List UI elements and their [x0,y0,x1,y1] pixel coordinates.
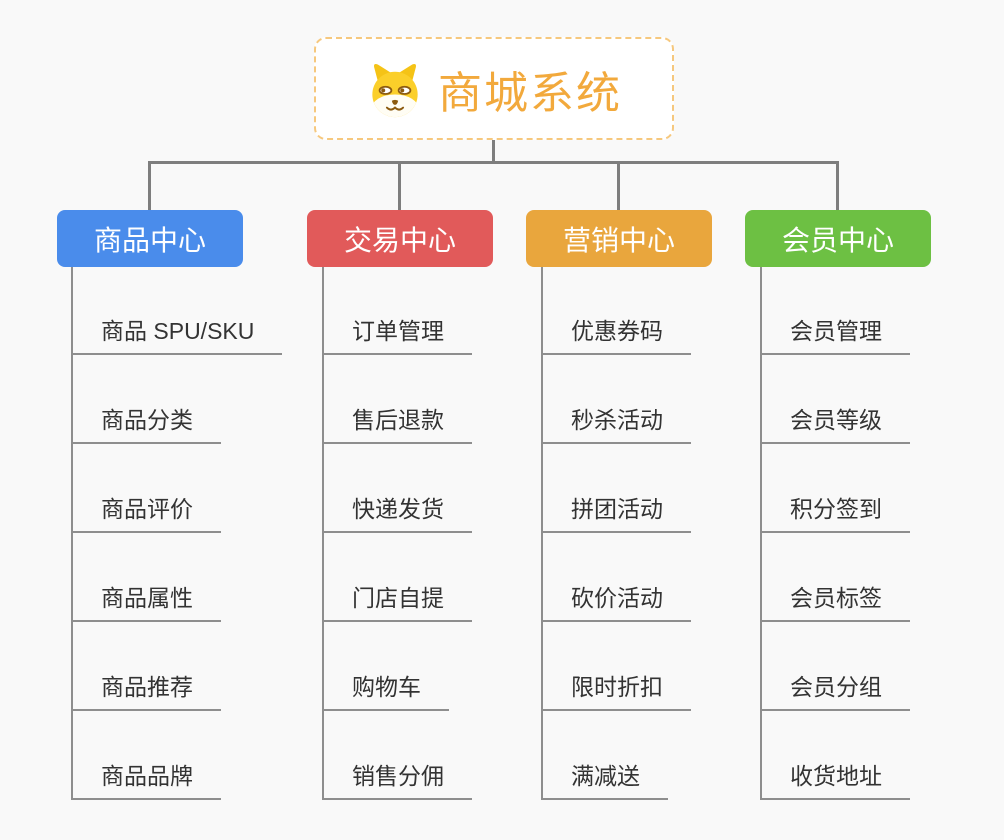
branch-stem-line-4 [760,267,762,799]
branch-box-member-center[interactable]: 会员中心 [745,210,931,267]
mindmap-node[interactable]: 砍价活动 [541,583,691,622]
root-title: 商城系统 [438,68,622,118]
branch-box-trade-center[interactable]: 交易中心 [307,210,493,267]
mindmap-node[interactable]: 售后退款 [322,405,472,444]
mindmap-node[interactable]: 秒杀活动 [541,405,691,444]
connector-drop-2 [398,161,401,210]
mindmap-node[interactable]: 商品品牌 [71,761,221,800]
branch-stem-line-2 [322,267,324,799]
mindmap-node[interactable]: 收货地址 [760,761,910,800]
mindmap-node[interactable]: 商品分类 [71,405,221,444]
mindmap-node[interactable]: 优惠券码 [541,316,691,355]
mindmap-node[interactable]: 限时折扣 [541,672,691,711]
mindmap-node[interactable]: 满减送 [541,761,668,800]
mindmap-node[interactable]: 订单管理 [322,316,472,355]
mindmap-node[interactable]: 门店自提 [322,583,472,622]
mindmap-node[interactable]: 拼团活动 [541,494,691,533]
mindmap-node[interactable]: 商品推荐 [71,672,221,711]
mindmap-node[interactable]: 商品评价 [71,494,221,533]
connector-drop-1 [148,161,151,210]
root-node[interactable]: 商城系统 [314,37,674,140]
mindmap-node[interactable]: 快递发货 [322,494,472,533]
branch-stem-line-1 [71,267,73,799]
connector-drop-4 [836,161,839,210]
mindmap-node[interactable]: 商品 SPU/SKU [71,316,283,355]
branch-stem-line-3 [541,267,543,799]
connector-root-stem [492,140,495,164]
connector-drop-3 [617,161,620,210]
mindmap-node[interactable]: 购物车 [322,672,449,711]
mindmap-node[interactable]: 会员管理 [760,316,910,355]
mindmap-node[interactable]: 商品属性 [71,583,221,622]
branch-box-product-center[interactable]: 商品中心 [57,210,243,267]
mindmap-node[interactable]: 销售分佣 [322,761,472,800]
connector-trunk [148,161,839,164]
mindmap-node[interactable]: 会员分组 [760,672,910,711]
mindmap-node[interactable]: 积分签到 [760,494,910,533]
mindmap-node[interactable]: 会员等级 [760,405,910,444]
mindmap-node[interactable]: 会员标签 [760,583,910,622]
dog-face-icon [366,60,424,118]
branch-box-marketing-center[interactable]: 营销中心 [526,210,712,267]
